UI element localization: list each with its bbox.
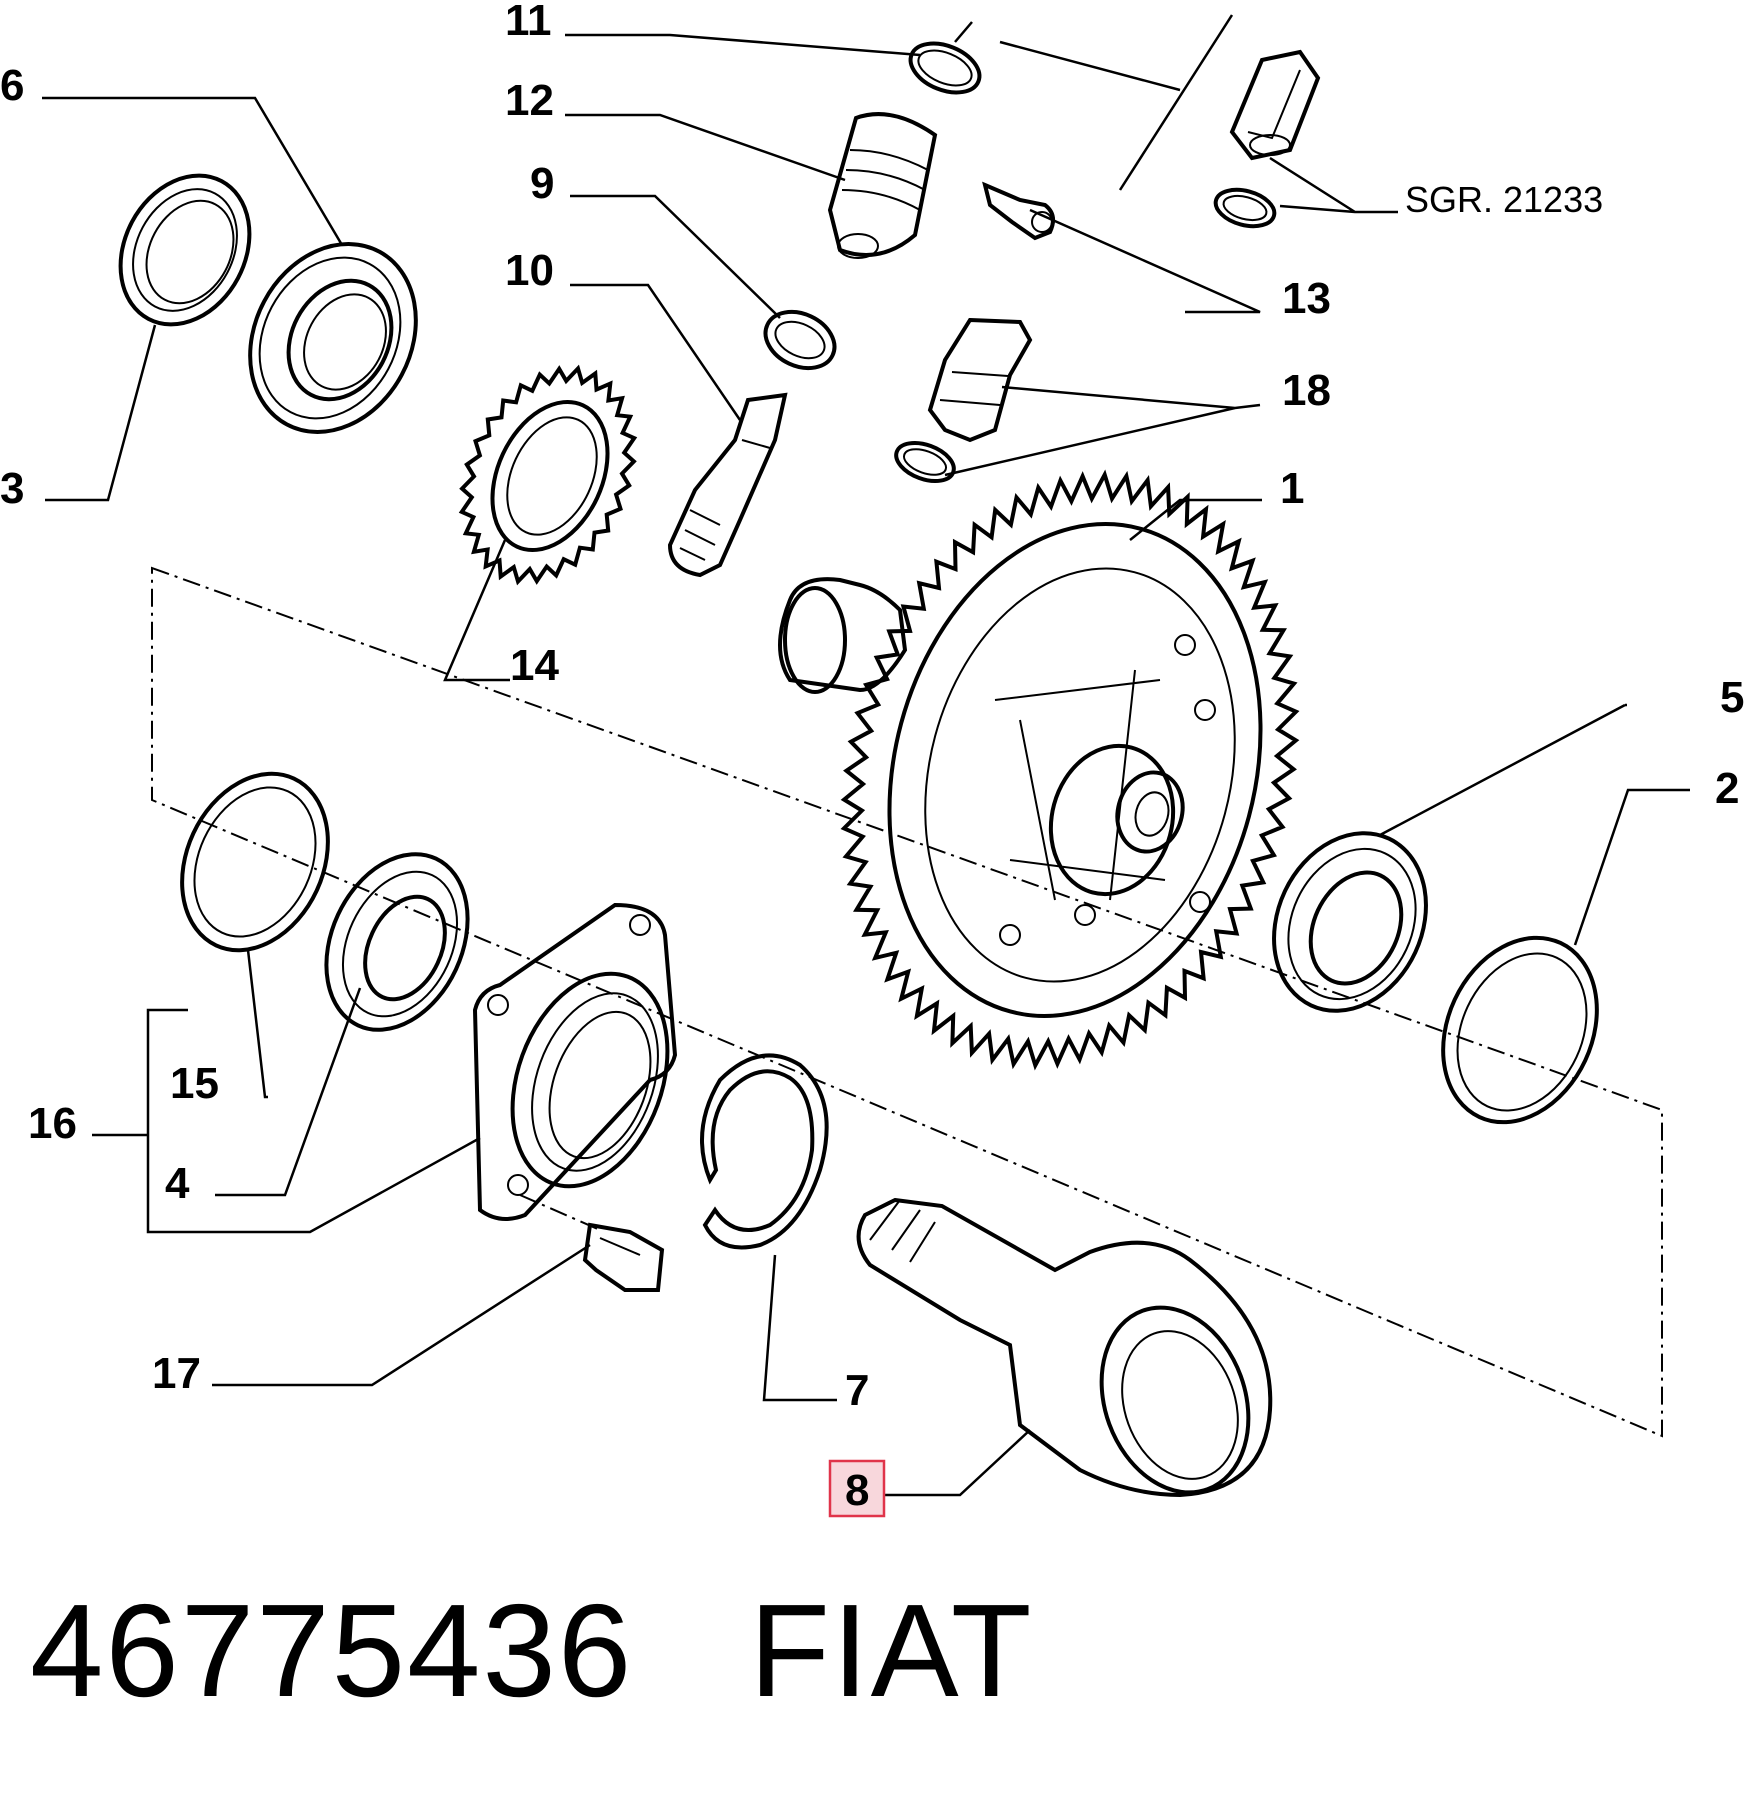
part-4-bearing: [324, 852, 470, 1032]
callout-11[interactable]: 11: [505, 0, 552, 45]
part-16-flange: [472, 902, 678, 1221]
leader-lines: [42, 33, 1690, 1497]
part-2-shim: [1441, 935, 1599, 1125]
callout-12[interactable]: 12: [505, 76, 554, 125]
part-1-differential: [778, 469, 1300, 1071]
part-8-joint: [856, 1197, 1273, 1498]
callout-1[interactable]: 1: [1280, 464, 1304, 513]
callout-18[interactable]: 18: [1282, 366, 1331, 415]
sgr-hex-coupling: [1213, 49, 1321, 229]
callout-6[interactable]: 6: [0, 61, 24, 110]
part-12-sleeve: [827, 112, 938, 259]
callout-13[interactable]: 13: [1282, 274, 1331, 323]
brand-name: FIAT: [749, 1577, 1034, 1724]
callout-7[interactable]: 7: [845, 1366, 869, 1415]
part-3-seal: [118, 173, 252, 327]
part-5-bearing: [1272, 831, 1428, 1013]
callout-15[interactable]: 15: [170, 1059, 219, 1108]
callout-3[interactable]: 3: [0, 464, 24, 513]
part-6-bearing: [248, 242, 418, 434]
sgr-boundary-line: [1118, 14, 1234, 191]
assembly-boundary: [151, 566, 1663, 1438]
part-18-plug: [894, 317, 1033, 483]
sgr-boundary-line-2: [954, 21, 973, 43]
part-number: 46775436: [30, 1577, 634, 1724]
callout-8[interactable]: 8: [845, 1466, 869, 1515]
part-11-oring: [908, 41, 982, 95]
callout-10[interactable]: 10: [505, 246, 554, 295]
part-15-shim: [180, 771, 330, 953]
callout-2[interactable]: 2: [1715, 764, 1739, 813]
part-17-bolt: [582, 1222, 665, 1292]
callout-5[interactable]: 5: [1720, 673, 1744, 722]
callout-17[interactable]: 17: [152, 1349, 201, 1398]
callout-8-highlight: [828, 1459, 886, 1518]
footer-caption: 46775436 FIAT: [30, 1575, 1034, 1726]
part-9-bush: [763, 309, 837, 371]
part-14-gear: [458, 364, 638, 586]
part-7-circlip: [700, 1053, 829, 1250]
part-10-pinion: [667, 392, 788, 578]
caption-gap: [633, 1577, 749, 1724]
bolt-axis-line: [519, 1194, 601, 1231]
sgr-reference[interactable]: SGR. 21233: [1405, 179, 1603, 220]
part-13-screw: [982, 181, 1056, 241]
callout-14[interactable]: 14: [510, 641, 559, 690]
callout-9[interactable]: 9: [530, 159, 554, 208]
callout-4[interactable]: 4: [165, 1159, 190, 1208]
callout-labels: 11 6 12 9 10 13 18 3 1 14 5 2 15 16 4 17…: [0, 0, 1744, 1518]
callout-16[interactable]: 16: [28, 1099, 77, 1148]
